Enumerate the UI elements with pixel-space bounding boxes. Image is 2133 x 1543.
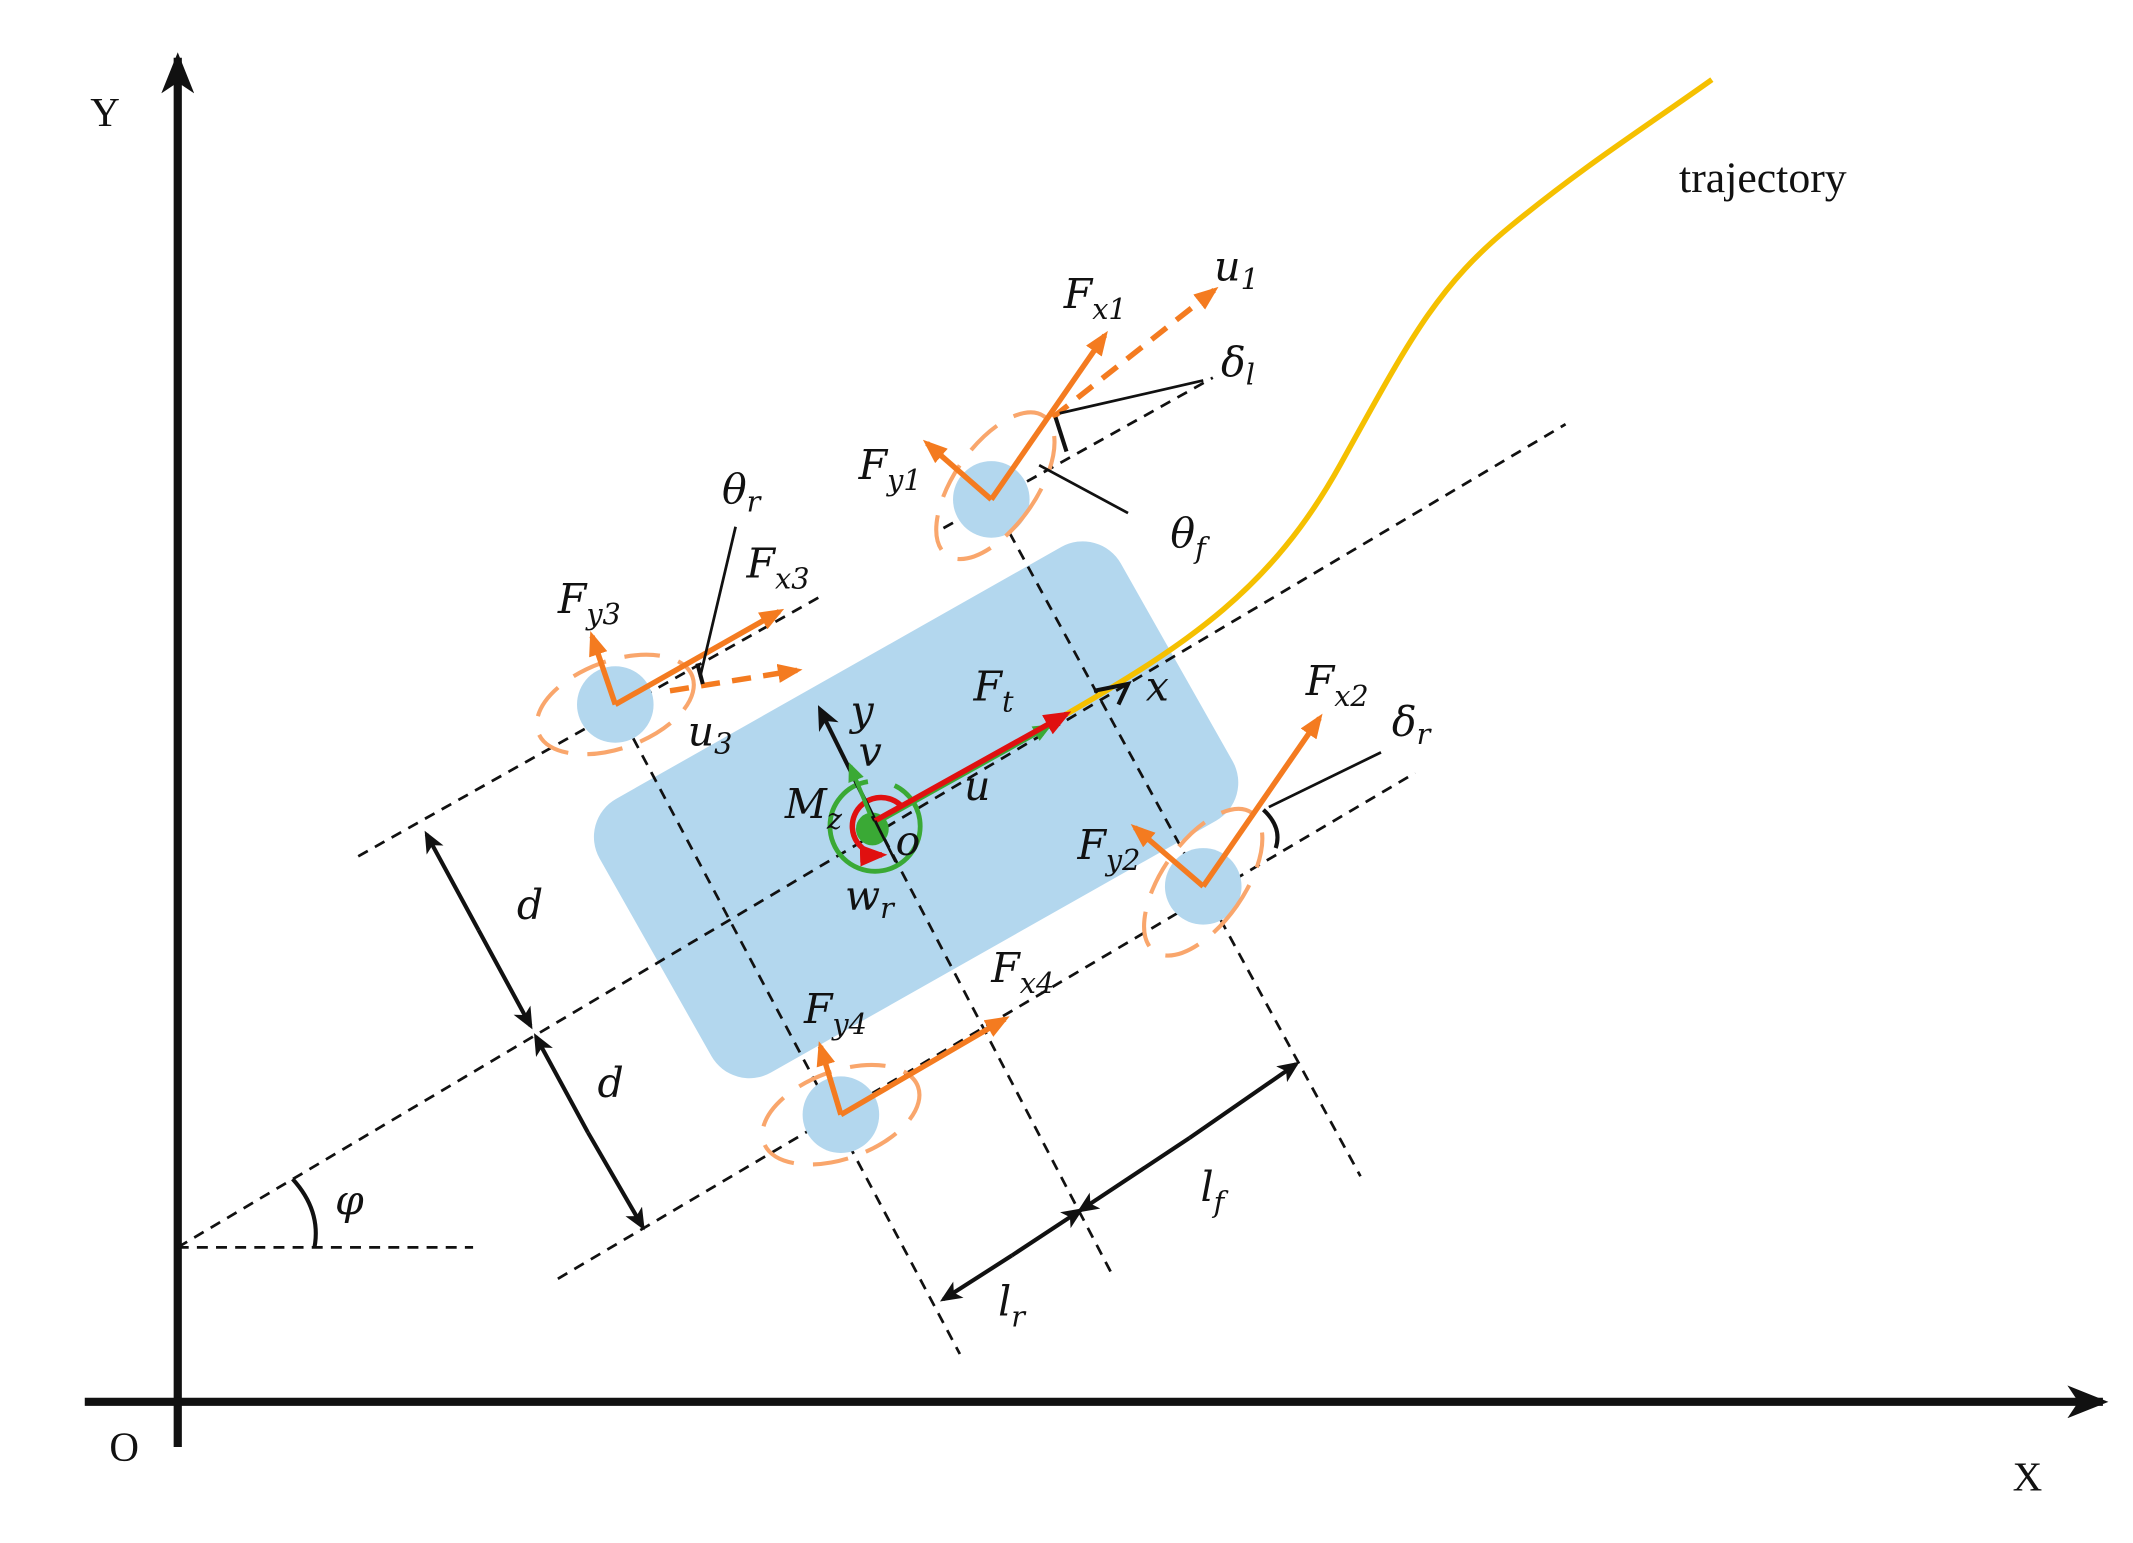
force-fx2-arrow (1200, 713, 1323, 888)
origin-label: O (109, 1424, 139, 1470)
label-fx1: Fx1 (1063, 270, 1127, 326)
force-fx3-arrow (613, 608, 785, 707)
dimension-arrows (424, 830, 1300, 1302)
force-fy2-arrow (1130, 823, 1206, 889)
traction-force-ft-arrow (873, 711, 1072, 824)
label-o: o (896, 817, 921, 865)
moment-mz-icon (849, 794, 905, 867)
lateral-velocity-v-arrow (848, 762, 873, 818)
label-delta-r: δr (1392, 698, 1433, 751)
force-fx1-arrow (989, 330, 1108, 501)
wheel-1 (934, 410, 1057, 562)
label-u1: u1 (1214, 243, 1259, 296)
label-fx3: Fx3 (746, 539, 810, 595)
label-u: u (964, 762, 990, 810)
label-fx2: Fx2 (1305, 657, 1369, 713)
label-fy1: Fy1 (858, 441, 922, 497)
label-fy3: Fy3 (557, 575, 621, 631)
velocity-u1-arrow (1051, 286, 1219, 420)
force-fy1-arrow (922, 439, 994, 502)
trajectory-curve (1065, 77, 1714, 717)
label-d-upper: d (517, 881, 543, 929)
label-fy4: Fy4 (803, 985, 867, 1041)
angle-leaders (291, 379, 1382, 1248)
force-fy3-arrow (589, 630, 618, 706)
label-wr: wr (845, 872, 896, 925)
force-fy4-arrow (816, 1041, 844, 1116)
label-theta-f: θf (1170, 509, 1210, 565)
label-u3: u3 (688, 708, 733, 761)
yaw-rate-wr-icon (827, 778, 923, 874)
label-fy2: Fy2 (1076, 821, 1140, 877)
trajectory-label: trajectory (1679, 154, 1847, 202)
label-v: v (859, 728, 882, 776)
label-fx4: Fx4 (990, 944, 1054, 1000)
label-delta-l: δl (1221, 338, 1255, 391)
force-fx4-arrow (839, 1016, 1010, 1118)
velocity-u3-arrow (669, 663, 803, 694)
label-lf: lf (1200, 1163, 1228, 1219)
label-theta-r: θr (722, 466, 763, 519)
y-axis-label: Y (90, 89, 120, 135)
label-phi: φ (335, 1177, 364, 1225)
label-lr: lr (998, 1278, 1027, 1334)
label-ft: Ft (973, 662, 1014, 718)
label-d-lower: d (598, 1059, 624, 1107)
label-x: x (1146, 662, 1169, 710)
center-pointer (873, 820, 897, 863)
x-axis-label: X (2013, 1454, 2043, 1500)
label-mz: Mz (784, 780, 843, 836)
label-y: y (848, 687, 874, 735)
